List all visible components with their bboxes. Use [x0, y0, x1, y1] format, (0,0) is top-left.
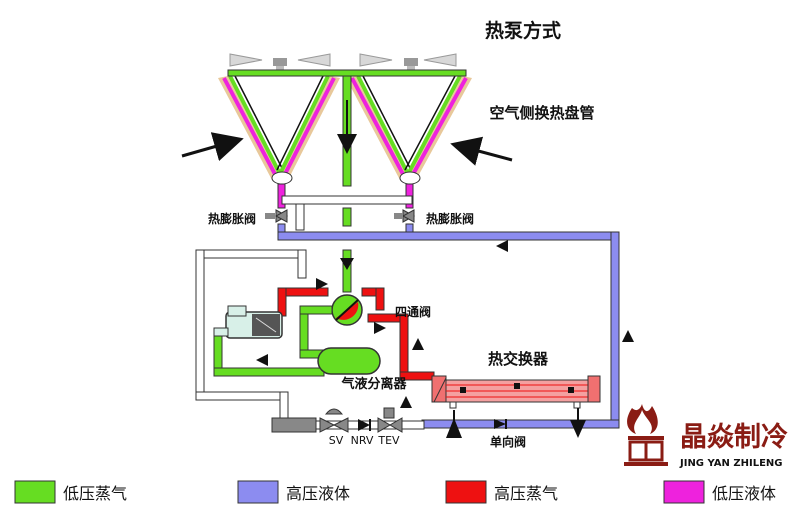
legend-swatch-low-pressure-vapor	[14, 480, 56, 504]
logo: 晶焱制冷 JING YAN ZHILENG	[624, 404, 788, 469]
legend: 低压蒸气 高压液体 高压蒸气 低压液体	[14, 480, 776, 504]
flow-arrow-icon	[622, 330, 634, 342]
coil-label: 空气侧换热盘管	[489, 104, 594, 122]
heat-exchanger-icon	[431, 375, 601, 409]
check-valve-icon	[494, 419, 507, 429]
check-valve-label: 单向阀	[490, 434, 526, 449]
legend-label: 高压液体	[286, 484, 350, 503]
flow-arrow-icon	[256, 354, 268, 366]
flow-arrow-icon	[412, 338, 424, 350]
legend-swatch-high-pressure-vapor	[445, 480, 487, 504]
compressor-icon	[213, 305, 283, 339]
flow-arrow-icon	[496, 240, 508, 252]
tev-valve-icon	[377, 407, 403, 433]
tev-label: TEV	[377, 434, 400, 447]
legend-swatch-low-pressure-liquid	[663, 480, 705, 504]
legend-label: 低压蒸气	[63, 484, 127, 503]
flow-arrow-icon	[340, 258, 354, 270]
white-line	[195, 249, 307, 419]
page-title: 热泵方式	[485, 19, 561, 42]
separator-icon	[317, 347, 381, 375]
nrv-valve-icon	[358, 419, 371, 431]
nrv-label: NRV	[351, 434, 374, 447]
txv-left-label: 热膨胀阀	[208, 211, 256, 226]
legend-swatch-high-pressure-liquid	[237, 480, 279, 504]
sv-valve-icon	[319, 408, 349, 433]
logo-pinyin: JING YAN ZHILENG	[679, 458, 783, 469]
left-txv-icon	[265, 209, 289, 223]
four-way-valve-icon	[331, 294, 363, 326]
airflow-arrow-right-icon	[450, 136, 513, 166]
separator-label: 气液分离器	[341, 376, 407, 392]
right-txv-icon	[394, 209, 416, 223]
flow-arrow-icon	[400, 396, 412, 408]
legend-label: 低压液体	[712, 484, 776, 503]
flow-arrow-icon	[374, 322, 386, 334]
txv-right-label: 热膨胀阀	[426, 211, 474, 226]
flow-arrow-icon	[316, 278, 328, 290]
water-out-arrow-icon	[570, 420, 586, 438]
heat-exchanger-label: 热交换器	[488, 350, 549, 368]
legend-label: 高压蒸气	[494, 484, 558, 503]
sv-label: SV	[329, 434, 344, 447]
four-way-label: 四通阀	[395, 304, 431, 319]
right-coil	[346, 75, 472, 180]
water-in-arrow-icon	[446, 418, 462, 438]
airflow-arrow-left-icon	[181, 132, 244, 162]
left-coil	[218, 75, 340, 180]
logo-name: 晶焱制冷	[680, 422, 788, 453]
